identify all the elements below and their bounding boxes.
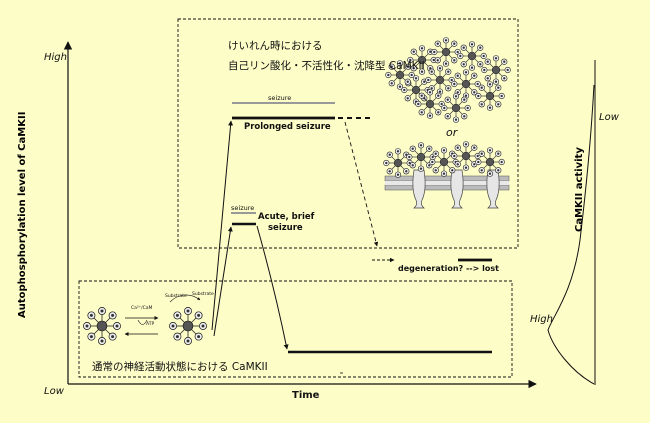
rise-arrow-prolonged	[211, 120, 234, 331]
normal-state-caption: 通常の神経活動状態における CaMKII	[92, 361, 268, 373]
rise-arrow-acute	[213, 226, 233, 337]
seizure-title-line2: 自己リン酸化・不活性化・沈降型 CaMKII	[228, 60, 425, 72]
activity-low-label: Low	[599, 112, 619, 123]
y-axis-low-label: Low	[44, 386, 64, 397]
acute-label-line1: Acute, brief	[258, 212, 315, 222]
decline-arrow	[256, 225, 289, 350]
y-axis-high-label: High	[44, 52, 67, 63]
prolonged-seizure-label: Prolonged seizure	[244, 122, 331, 132]
seizure-title-line1: けいれん時における	[228, 40, 323, 52]
normal-state-box	[78, 280, 513, 378]
substrate-left-label: Substrate	[165, 294, 187, 299]
acute-label-line2: seizure	[268, 223, 303, 233]
activity-curve	[547, 84, 595, 385]
degeneration-label: degeneration? --> lost	[398, 264, 499, 273]
prolonged-seizure-tag: seizure	[268, 94, 292, 102]
y-axis-title: Autophosphorylation level of CaMKII	[17, 111, 28, 318]
substrate-curve	[169, 294, 201, 303]
membrane-icon	[384, 169, 510, 209]
activity-axis-title: CaMKII activity	[574, 147, 585, 232]
holoenzyme-active-icon	[168, 306, 208, 346]
seizure-box	[177, 18, 519, 249]
substrate-right-label: Substrate	[192, 292, 214, 297]
membrane-bound-holoenzymes-icon	[383, 141, 504, 177]
atp-curve	[137, 319, 148, 325]
ca-cam-label: Ca²⁺/CaM	[131, 306, 153, 311]
holoenzyme-cluster-icon	[385, 37, 510, 122]
holoenzyme-inactive-icon	[82, 306, 122, 346]
atp-label: ATP	[146, 322, 155, 327]
or-label: or	[446, 126, 458, 139]
x-axis-title: Time	[292, 390, 320, 401]
activity-high-label: High	[530, 314, 553, 325]
acute-seizure-tag: seizure	[231, 204, 255, 212]
loss-arrow	[344, 121, 379, 247]
